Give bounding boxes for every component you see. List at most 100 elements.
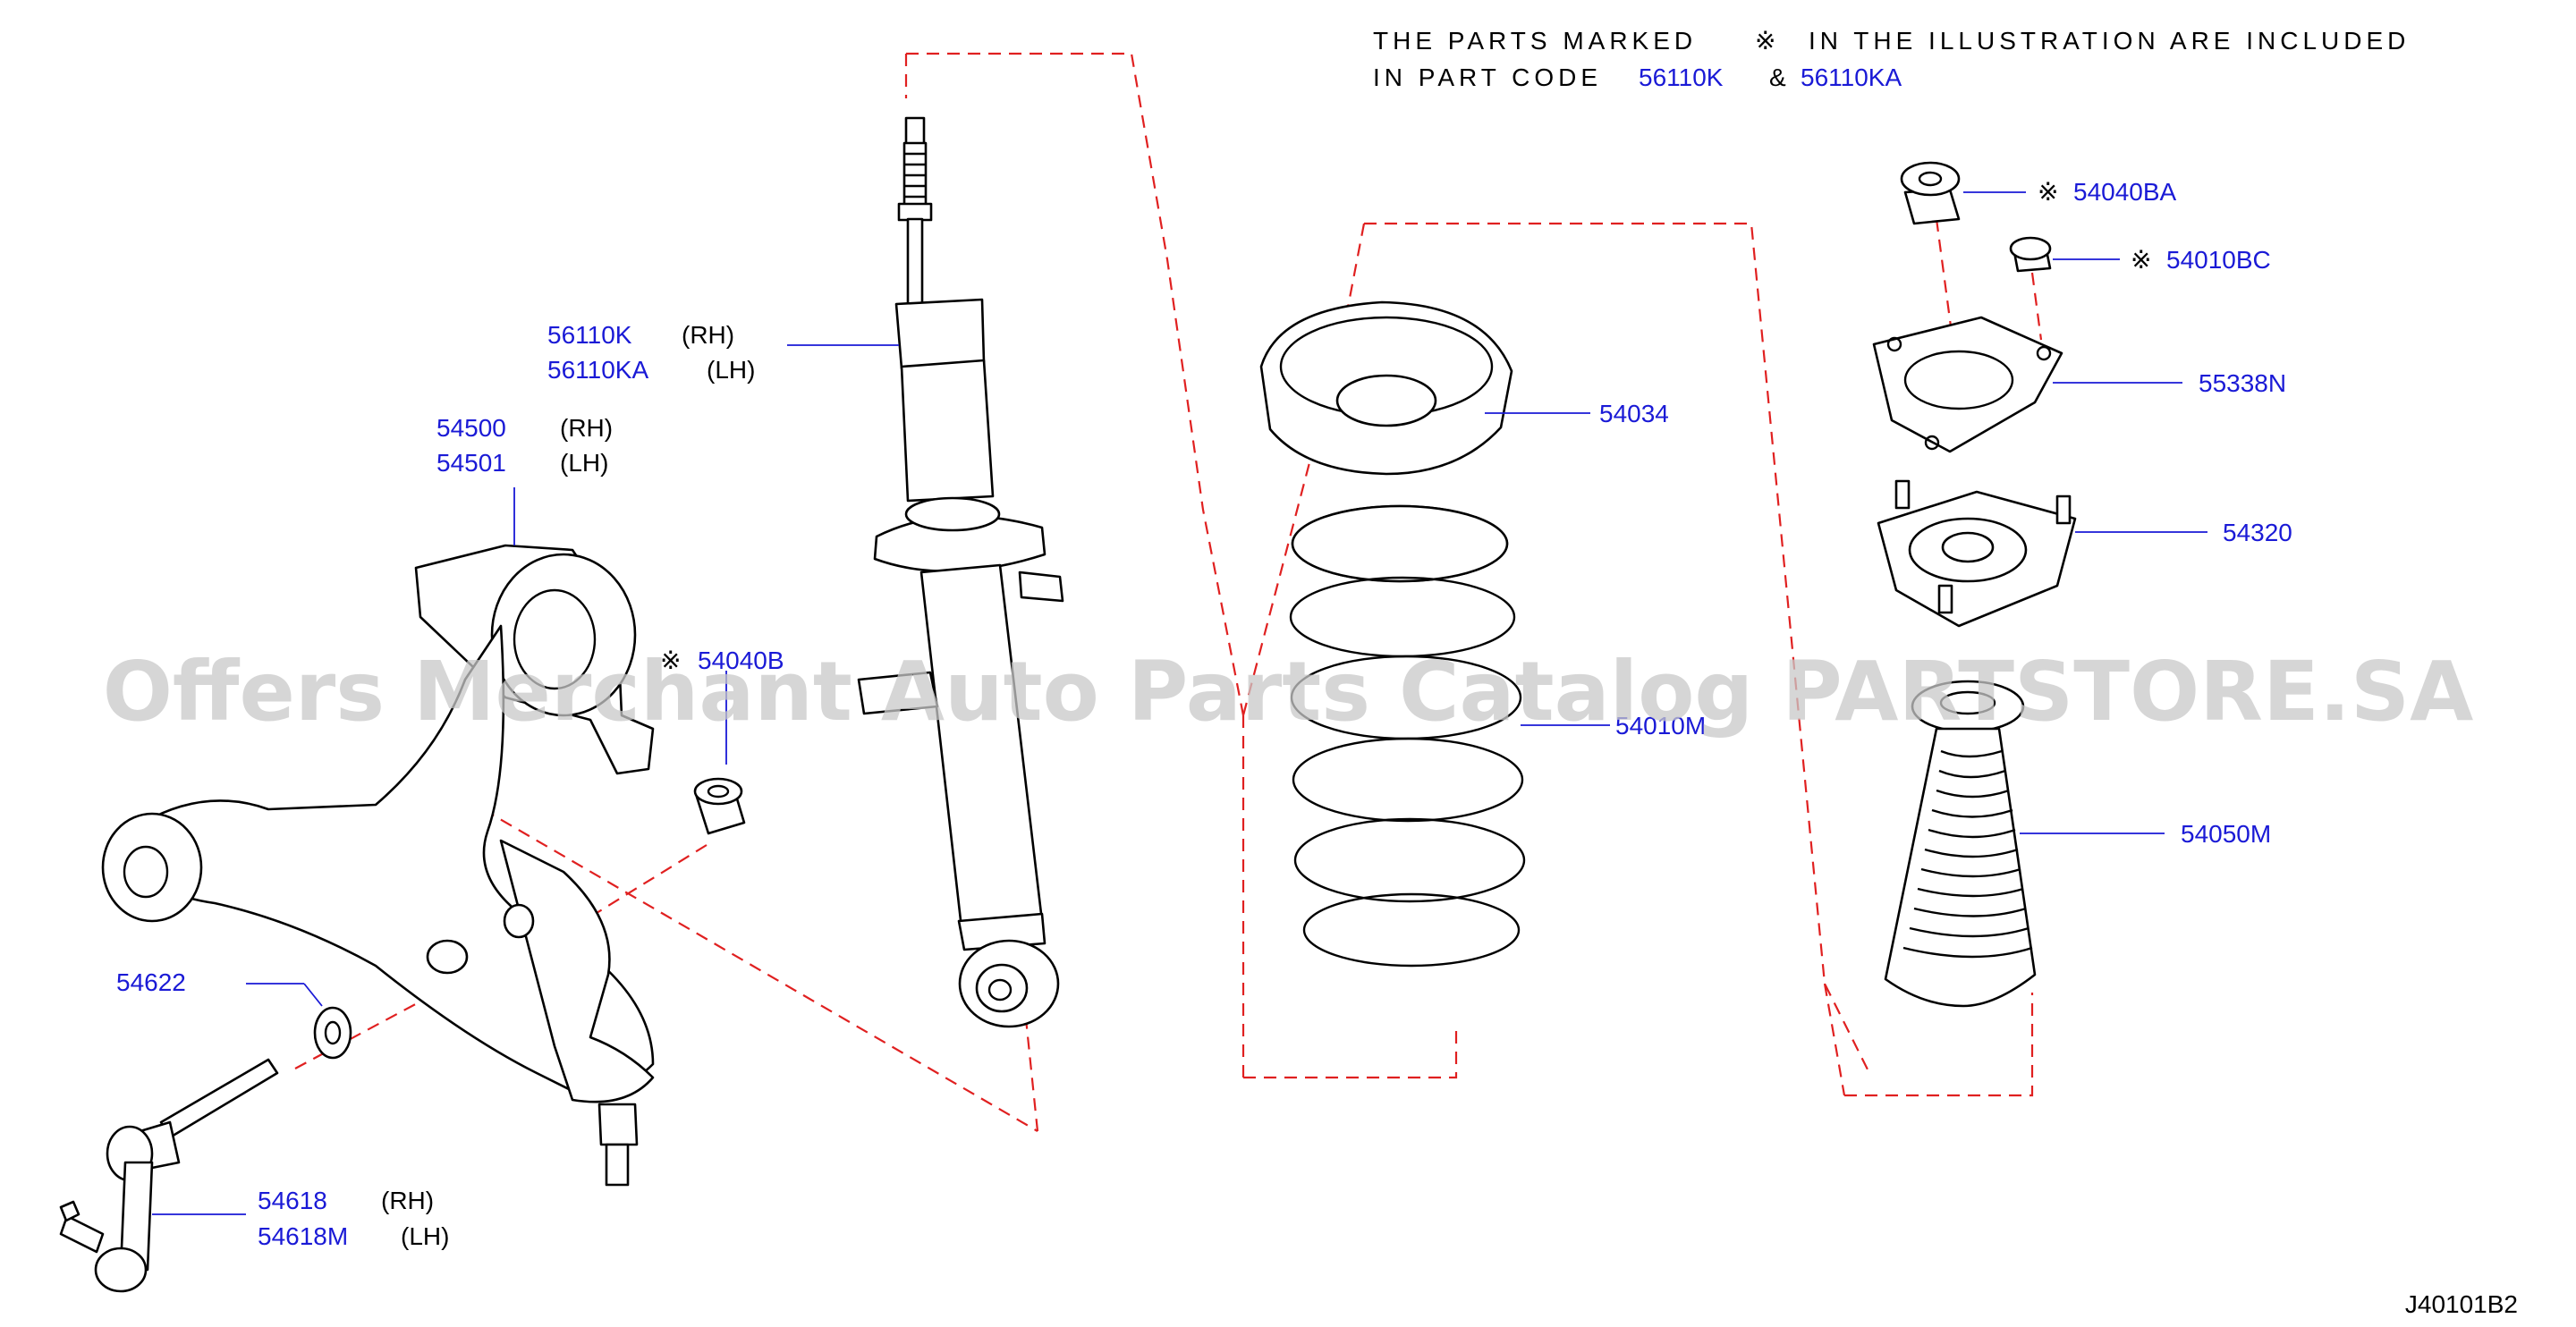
callout-nut-top-pn[interactable]: 54040BA <box>2073 178 2177 206</box>
callout-nut-top[interactable]: ※ 54040BA <box>2038 178 2177 206</box>
rod-lower-stud <box>59 1214 105 1254</box>
strut-seat-ring <box>904 496 1001 532</box>
callout-rod-side1: (RH) <box>381 1187 434 1214</box>
callout-washer[interactable]: 54622 <box>116 968 186 996</box>
strut-top-cap <box>894 298 986 370</box>
callout-arm-pn1[interactable]: 54500 <box>436 414 506 442</box>
callout-plate-pn[interactable]: 55338N <box>2199 369 2286 397</box>
spring-coil-4 <box>1292 737 1524 823</box>
diagram-code: J40101B2 <box>2405 1290 2518 1318</box>
mount-stud-3 <box>1937 584 1953 614</box>
spring-seat-drawing[interactable] <box>1259 300 1513 476</box>
spring-coil-5 <box>1293 817 1526 903</box>
washer-inner <box>324 1020 342 1045</box>
callout-rod-pn2[interactable]: 54618M <box>258 1222 348 1250</box>
callout-nut-small-mark: ※ <box>2131 246 2151 274</box>
watermark: Offers Merchant Auto Parts Catalog PARTS… <box>103 644 2474 740</box>
boot-body <box>1884 727 2037 1008</box>
callout-mount-pn[interactable]: 54320 <box>2223 519 2292 546</box>
rod-lower-eye <box>94 1247 148 1293</box>
callout-nut-top-mark: ※ <box>2038 178 2058 206</box>
arm-washer-hole <box>426 939 469 975</box>
callout-nut-small-pn[interactable]: 54010BC <box>2166 246 2271 274</box>
mount-stud-1 <box>1894 479 1911 510</box>
guide-mount-left <box>1823 983 1846 1096</box>
stabilizer-rod-drawing[interactable] <box>59 1058 279 1293</box>
guide-mount-frame <box>1844 993 2034 1097</box>
seat-center-cup <box>1335 374 1437 427</box>
arm-rear-bushing-inner <box>513 588 597 690</box>
strut-bottom-bushing <box>975 963 1029 1013</box>
strut-bracket-tab <box>1018 571 1064 603</box>
callout-boot[interactable]: 54050M <box>2181 820 2271 848</box>
strut-piston-rod <box>906 217 924 310</box>
arm-knuckle-hole <box>503 903 535 939</box>
callout-rod[interactable]: 54618 (RH) 54618M (LH) <box>258 1187 449 1250</box>
arm-front-bushing-inner <box>123 845 169 899</box>
note-amp: & <box>1769 63 1786 91</box>
callout-nut-arm[interactable]: ※ 54040B <box>660 647 784 674</box>
strut-thread-tip <box>904 116 926 147</box>
guide-nut-small <box>2030 272 2043 341</box>
callout-arm[interactable]: 54500 (RH) 54501 (LH) <box>436 414 613 477</box>
strut-bottom-sleeve <box>957 912 1046 951</box>
note-code-b[interactable]: 56110KA <box>1801 63 1902 91</box>
arm-front-bushing <box>101 812 203 923</box>
top-plate-drawing[interactable] <box>1872 316 2063 453</box>
callout-strut-pn1[interactable]: 56110K <box>547 321 632 349</box>
arm-nut-hole <box>707 784 730 799</box>
arm-main-body <box>123 624 655 1095</box>
callout-rod-pn1[interactable]: 54618 <box>258 1187 327 1214</box>
callout-spring-pn[interactable]: 54010M <box>1615 712 1706 740</box>
coil-spring-drawing[interactable] <box>1289 504 1526 968</box>
strut-upper-tube <box>900 359 995 503</box>
strut-bottom-hole <box>987 978 1013 1002</box>
top-nut-drawing[interactable] <box>1900 161 1961 225</box>
callout-washer-pn[interactable]: 54622 <box>116 968 186 996</box>
arm-nut-top <box>693 777 743 806</box>
callout-seat-pn[interactable]: 54034 <box>1599 400 1669 427</box>
small-nut-drawing[interactable] <box>2009 236 2052 273</box>
callout-mount[interactable]: 54320 <box>2223 519 2292 546</box>
callout-arm-side2: (LH) <box>560 449 608 477</box>
plate-hole-1 <box>1886 336 1902 352</box>
callout-strut-pn2[interactable]: 56110KA <box>547 356 648 384</box>
washer-drawing[interactable] <box>313 1006 352 1060</box>
strut-thread-lines <box>904 152 926 199</box>
small-nut-top <box>2009 236 2052 261</box>
callout-rod-side2: (LH) <box>401 1222 449 1250</box>
callout-spring[interactable]: 54010M <box>1615 712 1706 740</box>
strut-nut-collar <box>897 202 933 222</box>
callout-arm-pn2[interactable]: 54501 <box>436 449 506 477</box>
plate-center-hole <box>1903 350 2014 410</box>
plate-hole-2 <box>2036 345 2052 361</box>
mount-stud-2 <box>2055 494 2072 525</box>
callout-boot-pn[interactable]: 54050M <box>2181 820 2271 848</box>
callout-strut[interactable]: 56110K (RH) 56110KA (LH) <box>547 321 755 384</box>
plate-body <box>1872 316 2063 453</box>
mount-center-core <box>1941 531 1995 563</box>
mount-drawing[interactable] <box>1877 479 2077 628</box>
rod-upper-shaft <box>159 1058 279 1139</box>
callout-plate[interactable]: 55338N <box>2199 369 2286 397</box>
callout-seat[interactable]: 54034 <box>1599 400 1669 427</box>
strut-assembly-drawing[interactable] <box>857 116 1064 1028</box>
callout-nut-small[interactable]: ※ 54010BC <box>2131 246 2271 274</box>
rod-lower-thread <box>59 1200 80 1222</box>
strut-stabilizer-bracket <box>857 671 939 715</box>
note-code-a[interactable]: 56110K <box>1639 63 1724 91</box>
boot-top-hole <box>1939 690 1996 715</box>
callout-nut-arm-pn[interactable]: 54040B <box>698 647 784 674</box>
header-note: THE PARTS MARKED ※ IN THE ILLUSTRATION A… <box>1373 27 2405 91</box>
arm-nut-drawing[interactable] <box>693 777 746 835</box>
spring-coil-1-in <box>1291 504 1509 583</box>
strut-lower-tube <box>919 563 1044 930</box>
plate-hole-3 <box>1924 435 1940 451</box>
arm-knuckle <box>499 839 655 1103</box>
note-line1: THE PARTS MARKED <box>1373 27 1697 55</box>
callout-strut-side1: (RH) <box>682 321 734 349</box>
arm-ball-joint <box>597 1103 639 1146</box>
dust-boot-drawing[interactable] <box>1884 680 2037 1008</box>
top-nut-top <box>1900 161 1961 197</box>
lower-arm-drawing[interactable] <box>101 544 655 1187</box>
